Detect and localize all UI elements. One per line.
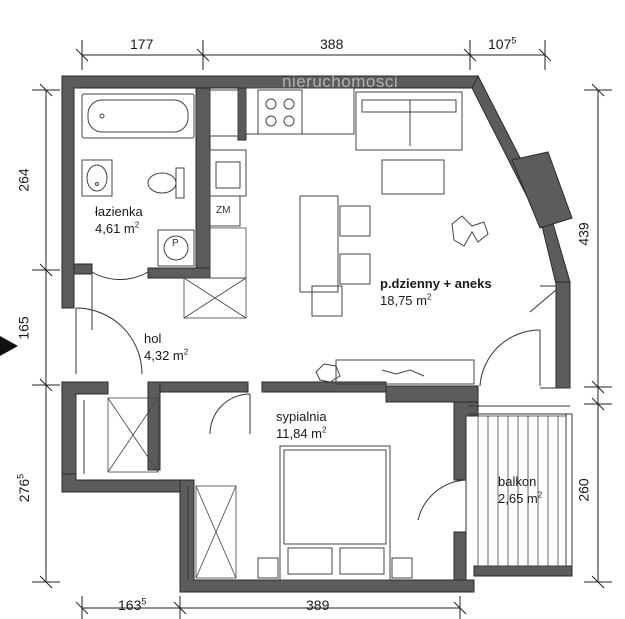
dimension-lines (32, 40, 612, 619)
dim-bottom-2: 389 (306, 597, 330, 613)
sink-cabinet-icon (209, 149, 247, 197)
dim-top-2: 388 (320, 36, 344, 52)
nightstand-icon (257, 557, 413, 579)
room-label-hall: hol 4,32 m2 (144, 330, 188, 364)
room-name: p.dzienny + aneks (380, 276, 492, 291)
dim-top-3: 1075 (488, 35, 517, 52)
room-name: balkon (498, 474, 537, 489)
dim-left-3: 2765 (15, 473, 33, 503)
wardrobes (107, 227, 247, 579)
room-name: łazienka (95, 204, 143, 219)
tv-stand-icon (315, 359, 475, 385)
room-area: 4,61 m2 (95, 220, 140, 236)
room-area: 2,65 m2 (498, 490, 543, 506)
watermark: nieruchomosci (282, 72, 399, 91)
sofa-icon (355, 91, 463, 151)
room-name: sypialnia (276, 409, 327, 424)
cooktop-icon (257, 89, 303, 135)
boiler-label: P (172, 238, 179, 249)
dim-right-1: 439 (575, 222, 592, 246)
dim-bottom-1: 1635 (118, 596, 147, 613)
dim-top-1: 177 (130, 36, 154, 52)
kitchen-counter (245, 87, 355, 135)
washing-machine-label: ZM (216, 205, 231, 216)
boiler-icon (157, 229, 195, 267)
room-name: hol (144, 331, 162, 346)
room-label-bathroom: łazienka 4,61 m2 (95, 203, 143, 237)
bathtub-icon (81, 93, 195, 139)
room-area: 11,84 m2 (276, 425, 327, 441)
entrance-arrow-icon (0, 336, 18, 356)
dim-right-2: 260 (575, 478, 592, 502)
plant-icon (451, 215, 489, 247)
room-label-balcony: balkon 2,65 m2 (498, 473, 542, 507)
room-label-bedroom: sypialnia 11,84 m2 (276, 408, 327, 442)
room-label-living: p.dzienny + aneks 18,75 m2 (380, 275, 492, 309)
dining-table-icon (299, 195, 371, 317)
room-area: 4,32 m2 (144, 347, 189, 363)
fridge-icon (209, 89, 239, 137)
toilet-icon (147, 167, 185, 199)
bed-icon (279, 445, 391, 581)
balcony-deck (477, 415, 567, 567)
walls (61, 74, 573, 593)
dim-left-2: 165 (15, 316, 32, 340)
dim-left-1: 264 (15, 168, 32, 192)
washbasin-icon (81, 159, 113, 197)
coffee-table-icon (381, 159, 445, 195)
room-area: 18,75 m2 (380, 292, 432, 308)
